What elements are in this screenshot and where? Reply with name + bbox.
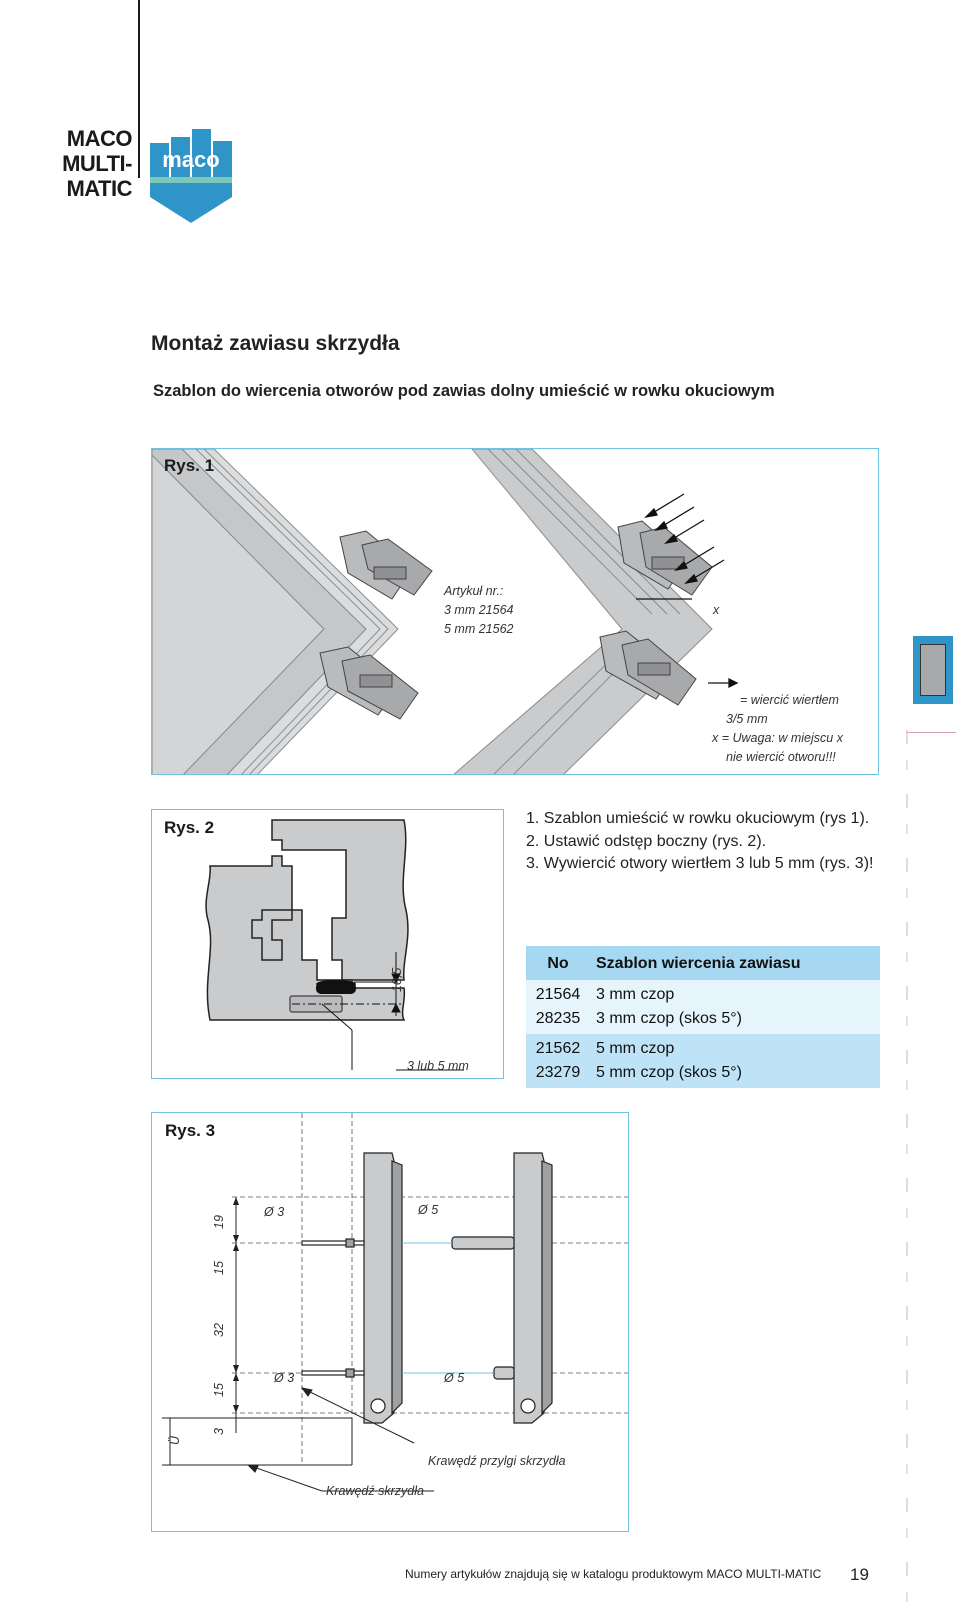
table-cell-no: 23279	[526, 1061, 590, 1088]
dim-32: 32	[212, 1323, 226, 1337]
right-rule-red	[906, 732, 956, 733]
figure-2-drawing	[205, 819, 464, 1071]
section-tab	[913, 636, 953, 704]
step-3: 3. Wywiercić otwory wiertłem 3 lub 5 mm …	[526, 855, 874, 872]
dim-3-or-5-mm: 3 lub 5 mm	[407, 1059, 469, 1073]
x-marker: x	[713, 603, 720, 617]
table-row: 21564 3 mm czop	[526, 980, 880, 1007]
article-heading: Artykuł nr.:	[444, 584, 504, 598]
column-header-no: No	[526, 946, 590, 980]
dim-10-5: 10,5	[390, 967, 404, 992]
right-margin-dashes	[906, 730, 908, 1610]
step-1: 1. Szablon umieścić w rowku okuciowym (r…	[526, 810, 870, 827]
legend-line-1: = wiercić wiertłem	[740, 693, 839, 707]
drill-arrows	[636, 493, 739, 689]
article-line-2: 5 mm 21562	[444, 622, 514, 636]
article-note: Artykuł nr.: 3 mm 21564 5 mm 21562	[444, 582, 513, 639]
table-cell-desc: 3 mm czop (skos 5°)	[590, 1007, 880, 1034]
dim-15-lower: 15	[212, 1383, 226, 1397]
dimension-ticks	[233, 1197, 239, 1413]
sash-profile-section	[205, 819, 409, 1021]
table-cell-no: 21562	[526, 1034, 590, 1061]
figure-3: Rys. 3 19 15 32 15 3 Ü Ø 3 Ø 5 Ø 3 Ø 5 K…	[151, 1112, 629, 1532]
figure-2-label: Rys. 2	[164, 818, 215, 837]
steps-list: 1. Szablon umieścić w rowku okuciowym (r…	[526, 808, 886, 876]
figure-1-label: Rys. 1	[164, 456, 215, 475]
table-header-row: No Szablon wiercenia zawiasu	[526, 946, 880, 980]
diameter-5-bottom: Ø 5	[444, 1371, 465, 1385]
dim-19: 19	[212, 1215, 226, 1229]
dimension-chain	[162, 1197, 353, 1466]
dim-overlap: Ü	[168, 1435, 182, 1445]
legend-line-3: x = Uwaga: w miejscu x	[712, 731, 843, 745]
figure-3-label: Rys. 3	[165, 1121, 216, 1140]
page-number: 19	[850, 1565, 869, 1584]
figure-2: Rys. 2 10,5 3 lub 5 mm	[151, 809, 504, 1079]
diameter-3-top: Ø 3	[264, 1205, 285, 1219]
label-rebate-edge: Krawędź przylgi skrzydła	[428, 1454, 566, 1468]
brand-name: MACO MULTI-MATIC	[0, 126, 132, 201]
dimension-lines	[292, 952, 464, 1071]
table-cell-no: 21564	[526, 980, 590, 1007]
step-2: 2. Ustawić odstęp boczny (rys. 2).	[526, 832, 767, 850]
figure-3-drawing	[162, 1113, 628, 1492]
maco-logo: maco	[150, 127, 232, 223]
figure-1: Rys. 1 Artykuł nr.: 3 mm 21564 5 mm 2156…	[151, 448, 879, 775]
template-table: No Szablon wiercenia zawiasu 21564 3 mm …	[526, 946, 880, 1088]
header-divider	[138, 0, 140, 178]
table-cell-desc: 5 mm czop (skos 5°)	[590, 1061, 880, 1088]
brand-line-1: MACO	[66, 126, 133, 151]
table-row: 23279 5 mm czop (skos 5°)	[526, 1061, 880, 1088]
legend-line-2: 3/5 mm	[726, 712, 768, 726]
figure-1-drawing	[152, 449, 739, 774]
hinge-part-left	[301, 1152, 403, 1424]
dim-3: 3	[212, 1428, 226, 1435]
drill-legend: = wiercić wiertłem 3/5 mm x = Uwaga: w m…	[712, 691, 878, 767]
label-sash-edge: Krawędź skrzydła	[326, 1484, 424, 1498]
legend-line-4: nie wiercić otworu!!!	[726, 750, 836, 764]
table-row: 28235 3 mm czop (skos 5°)	[526, 1007, 880, 1034]
diameter-3-bottom: Ø 3	[274, 1371, 295, 1385]
hinge-part-right	[451, 1152, 553, 1424]
screw-head	[316, 980, 356, 994]
page-subtitle: Szablon do wiercenia otworów pod zawias …	[153, 382, 775, 400]
page-title: Montaż zawiasu skrzydła	[151, 332, 400, 355]
table-cell-no: 28235	[526, 1007, 590, 1034]
logo-text: maco	[162, 147, 219, 172]
diameter-5-top: Ø 5	[418, 1203, 439, 1217]
article-line-1: 3 mm 21564	[444, 603, 514, 617]
blue-guide-lines	[402, 1242, 492, 1374]
center-lines	[232, 1113, 628, 1463]
footer-text: Numery artykułów znajdują się w katalogu…	[405, 1567, 822, 1581]
dim-15-upper: 15	[212, 1261, 226, 1275]
leader-lines	[246, 1387, 434, 1492]
table-row: 21562 5 mm czop	[526, 1034, 880, 1061]
frame-profile-left	[152, 449, 399, 774]
table-cell-desc: 3 mm czop	[590, 980, 880, 1007]
table-cell-desc: 5 mm czop	[590, 1034, 880, 1061]
column-header-template: Szablon wiercenia zawiasu	[590, 946, 880, 980]
drill-template-left	[319, 530, 433, 720]
brand-line-2: MULTI-MATIC	[62, 151, 132, 201]
frame-profile-right	[453, 449, 713, 774]
